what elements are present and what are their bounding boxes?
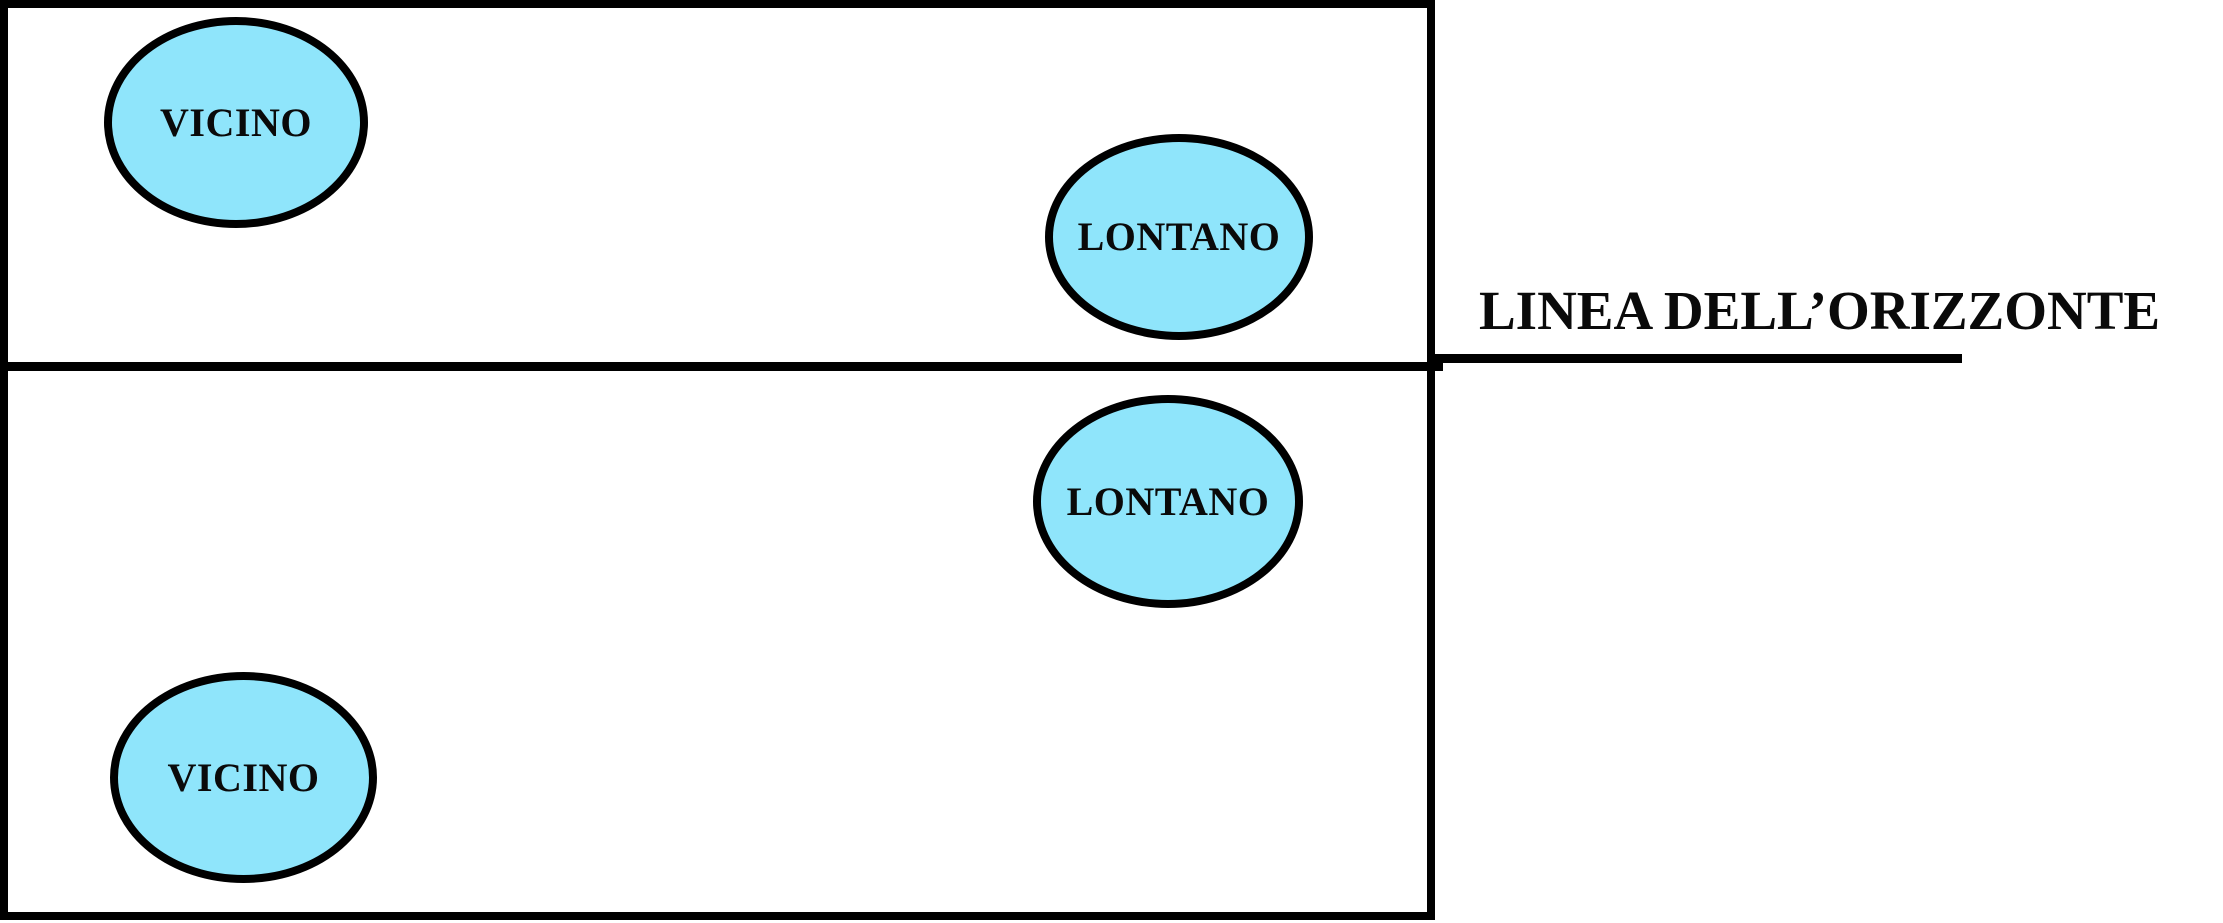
ellipse-lontano-bottom[interactable]: LONTANO	[1033, 395, 1303, 608]
horizon-caption: LINEA DELL’ORIZZONTE	[1479, 280, 2161, 341]
horizon-line	[1427, 354, 1962, 363]
horizon-divider-line	[8, 362, 1443, 371]
ellipse-vicino-bottom[interactable]: VICINO	[110, 672, 377, 883]
ellipse-lontano-top[interactable]: LONTANO	[1045, 134, 1313, 340]
ellipse-label-lontano-top: LONTANO	[1077, 214, 1281, 259]
ellipse-label-vicino-top: VICINO	[160, 99, 312, 145]
ellipse-label-vicino-bottom: VICINO	[167, 754, 320, 800]
ellipse-vicino-top[interactable]: VICINO	[104, 17, 368, 228]
ellipse-label-lontano-bottom: LONTANO	[1066, 478, 1270, 524]
